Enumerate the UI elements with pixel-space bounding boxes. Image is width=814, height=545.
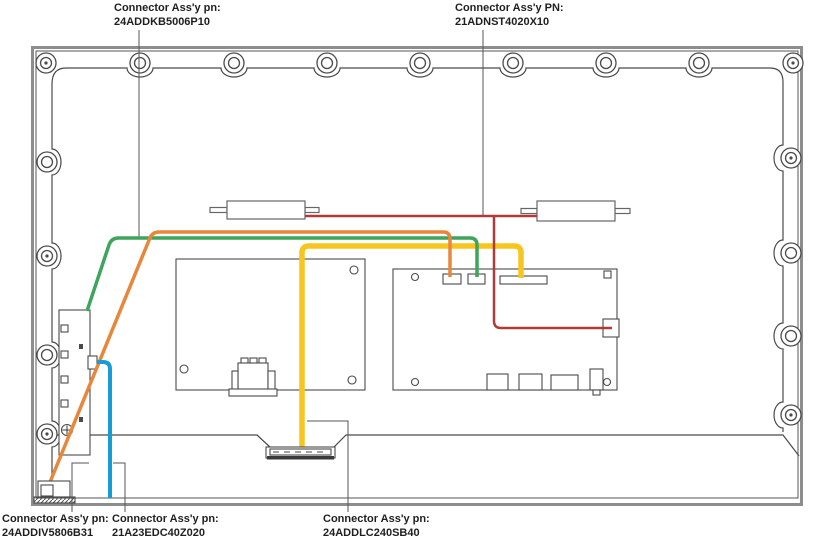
outer-frame [31,46,803,506]
ac-inlet-flange [267,370,276,391]
board-mark [79,417,83,422]
contour-top [51,67,784,85]
leader-bottom-left-2 [113,462,126,512]
speaker-left-tab [209,206,228,214]
ac-inlet-base [228,388,278,397]
board-hole [410,377,420,387]
board-hole [179,364,189,374]
screw-boss-icon [35,52,57,74]
ir-module [33,480,76,504]
part-number: 24ADDLC240SB40 [323,526,420,539]
label-connector-top-right: Connector Ass'y PN: 21ADNST4020X10 [455,2,564,29]
screw-boss-icon [223,52,245,74]
ac-inlet-flange [231,370,239,391]
keypad-cable-green [85,236,479,312]
screw-boss-icon [409,52,431,74]
label-line: Connector Ass'y pn: [112,513,219,525]
screw-boss-icon [780,242,802,264]
keypad-button [60,324,69,333]
label-connector-bottom-left-1: Connector Ass'y pn: 24ADDIV5806B31 [2,513,109,540]
board-mark [79,344,83,349]
board-hole [410,272,420,282]
screw-boss-icon [36,151,58,173]
board-hole [349,265,359,275]
board-hole [347,375,357,385]
screw-boss-icon [36,245,58,267]
screw-boss-icon [129,52,151,74]
label-line: Connector Ass'y PN: [455,2,564,14]
speaker-right-tab [614,207,631,215]
leader-bottom-left-1 [71,462,89,512]
speaker-cable-red [305,214,612,330]
ir-cable-orange [46,230,452,488]
part-number: 21A23EDC40Z020 [112,526,205,539]
speaker-left-tab [304,206,320,214]
keypad-button [60,350,69,359]
speaker-left [209,200,320,220]
label-connector-bottom-left-2: Connector Ass'y pn: 21A23EDC40Z020 [112,513,219,540]
power-board-outline [175,258,366,391]
main-board-outline [392,268,618,391]
io-port [550,374,579,391]
io-port-tab [592,389,601,396]
screw-boss-icon [780,325,802,347]
screw-boss-icon [595,52,617,74]
screw-boss-icon [36,344,58,366]
speaker-left-body [226,200,306,220]
function-cable-blue [97,360,112,498]
contour-bottom [52,434,800,457]
part-number: 21ADNST4020X10 [455,15,550,28]
leader-bottom-center [307,420,349,512]
io-port [589,368,604,391]
part-number: 24ADDIV5806B31 [2,526,94,539]
keypad-board [58,309,98,456]
label-connector-bottom-center: Connector Ass'y pn: 24ADDLC240SB40 [323,513,430,540]
connector-keypad-header [442,273,462,285]
screw-boss-icon [36,423,58,445]
ir-module-window [40,484,54,497]
inner-frame-edge [35,50,799,499]
contour-right [773,82,784,432]
board-hole [603,270,612,279]
speaker-right-tab [520,207,538,215]
power-board [175,258,366,397]
io-port [518,373,543,391]
screw-boss-icon [688,52,710,74]
keypad-button [60,375,69,384]
ir-module-base [33,496,76,504]
leader-lines [71,30,484,512]
screw-boss-icon [782,52,804,74]
lvds-connector-base [267,456,334,460]
ac-inlet-body [237,362,269,391]
lvds-panel-connector [265,446,336,460]
label-line: Connector Ass'y pn: [114,2,221,14]
label-line: Connector Ass'y pn: [2,513,109,525]
keypad-button [60,399,69,408]
main-board [392,268,620,396]
speaker-right [520,200,631,222]
label-line: Connector Ass'y pn: [323,513,430,525]
lvds-cable-yellow [299,243,524,450]
screw-boss-icon [316,52,338,74]
screw-boss-icon [780,147,802,169]
part-number: 24ADDKB5006P10 [114,15,210,28]
speaker-right-body [536,200,616,222]
screw-boss-icon [502,52,524,74]
io-port [486,373,509,391]
label-connector-top-left: Connector Ass'y pn: 24ADDKB5006P10 [114,2,221,29]
speaker-cable-red-drop [492,216,612,330]
screw-boss-icon [780,404,802,426]
